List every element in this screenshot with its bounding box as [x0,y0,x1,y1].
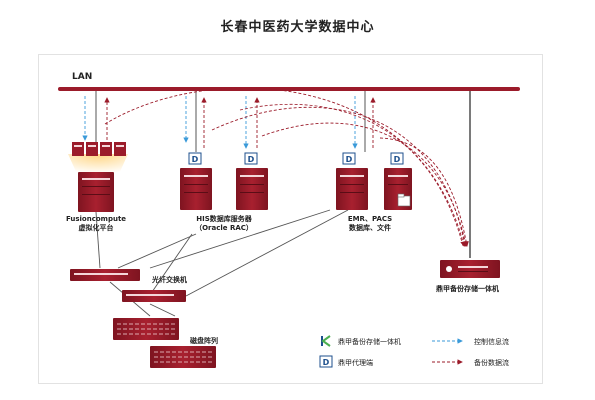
his-label-line1: HIS数据库服务器 [196,215,252,223]
svg-text:D: D [346,155,353,164]
san-link [117,233,197,269]
legend-proxy-text: 鼎甲代理端 [338,359,373,367]
lan-label: LAN [72,72,93,82]
diagram-frame [38,54,543,384]
his-label-line2: （Oracle RAC） [195,224,253,232]
page-title: 长春中医药大学数据中心 [220,20,375,35]
his-server-1 [180,168,212,210]
proxy-agent-icon: D [390,152,404,165]
his-label: HIS数据库服务器 （Oracle RAC） [170,215,278,233]
fiber-switch-1 [70,269,140,281]
san-link [149,209,331,269]
proxy-agent-icon: D [188,152,202,165]
san-link [149,303,176,317]
svg-text:D: D [394,155,401,164]
fusioncompute-cluster [68,142,128,212]
legend-backup-text: 备份数据流 [474,359,509,367]
array-label: 磁盘阵列 [190,337,218,345]
proxy-agent-icon: D [244,152,258,165]
file-server [384,168,412,210]
proxy-agent-icon: D [342,152,356,165]
backup-flow-curve [379,137,469,247]
backup-appliance [440,260,500,278]
disk-array-2 [150,346,216,368]
emr-label-line1: EMR、PACS [347,215,393,223]
fusioncompute-label-line1: Fusioncompute [65,215,127,223]
legend-proxy-icon: D [319,355,333,368]
fiber-switch-2 [122,290,186,302]
backup-flow-curve [211,106,467,247]
switch-label: 光纤交换机 [152,276,187,284]
legend-appliance-icon [321,335,331,347]
backup-flow-curve [104,87,466,247]
san-link [151,233,193,293]
legend-appliance-text: 鼎甲备份存储一体机 [338,338,401,346]
svg-text:D: D [323,358,330,367]
emr-server [336,168,368,210]
san-link [185,209,349,297]
backup-flow-curve [261,122,468,247]
his-server-2 [236,168,268,210]
svg-text:D: D [192,155,199,164]
fusioncompute-label-line2: 虚拟化平台 [78,224,114,232]
svg-text:D: D [248,155,255,164]
emr-label: EMR、PACS 数据库、文件 [330,215,410,233]
san-link [95,211,101,269]
backup-flow-curve [239,104,464,247]
disk-array-1 [113,318,179,340]
fusioncompute-label: Fusioncompute 虚拟化平台 [56,215,136,233]
backup-appliance-label: 鼎甲备份存储一体机 [436,285,499,293]
legend-control-text: 控制信息流 [474,338,509,346]
emr-label-line2: 数据库、文件 [349,224,391,232]
